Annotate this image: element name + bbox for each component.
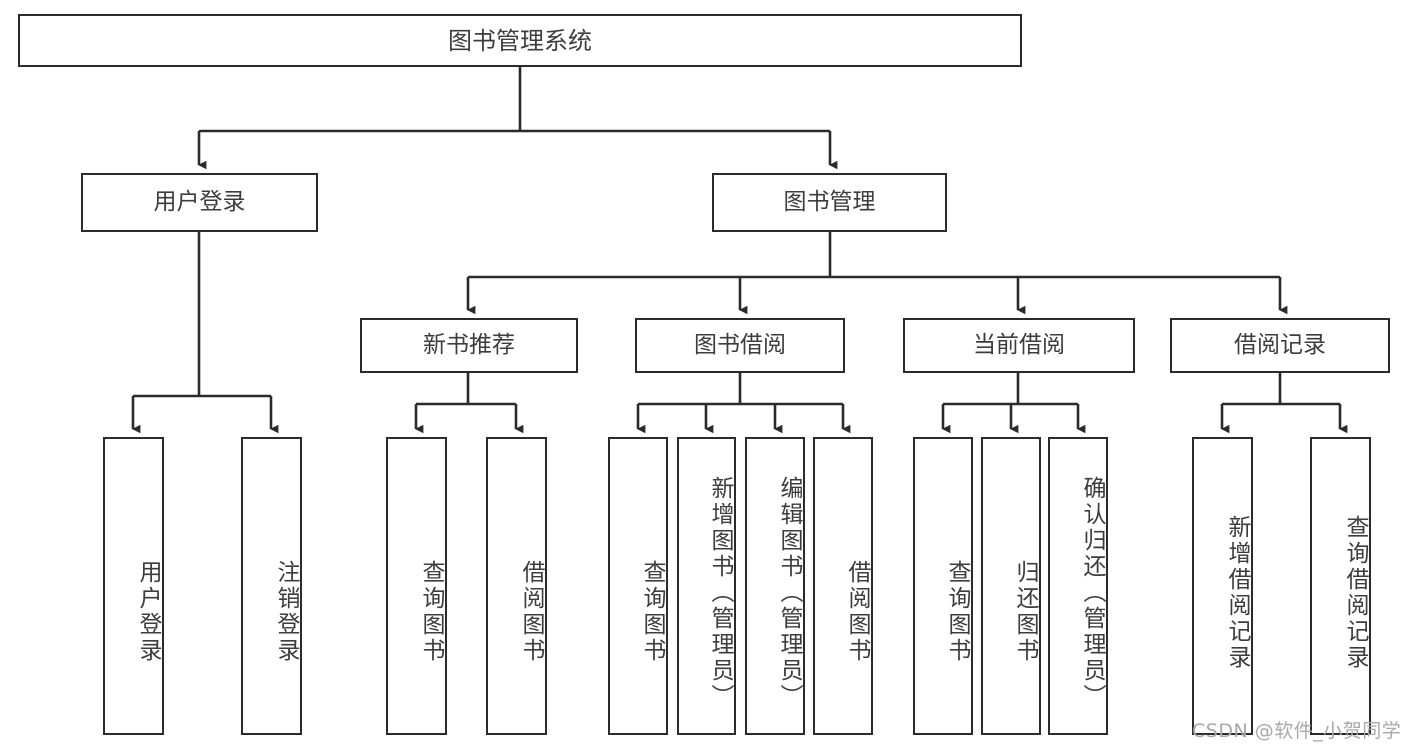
leaf-user-login[interactable]: 用户登录: [103, 437, 164, 735]
node-user-login[interactable]: 用户登录: [81, 173, 318, 232]
leaf-query-book-recommend[interactable]: 查询图书: [386, 437, 447, 735]
leaf-query-borrow-record[interactable]: 查询借阅记录: [1310, 437, 1371, 735]
node-root-book-management-system[interactable]: 图书管理系统: [18, 14, 1022, 67]
leaf-borrow-book[interactable]: 借阅图书: [813, 437, 873, 735]
leaf-logout-login[interactable]: 注销登录: [241, 437, 302, 735]
leaf-query-book-borrow[interactable]: 查询图书: [608, 437, 668, 735]
leaf-add-borrow-record[interactable]: 新增借阅记录: [1192, 437, 1253, 735]
node-book-management[interactable]: 图书管理: [712, 173, 947, 232]
node-borrow-record[interactable]: 借阅记录: [1170, 318, 1390, 373]
leaf-query-book-current[interactable]: 查询图书: [913, 437, 973, 735]
node-new-book-recommend[interactable]: 新书推荐: [360, 318, 578, 373]
node-book-borrow[interactable]: 图书借阅: [635, 318, 845, 373]
leaf-borrow-book-recommend[interactable]: 借阅图书: [486, 437, 547, 735]
leaf-return-book[interactable]: 归还图书: [981, 437, 1041, 735]
csdn-watermark: CSDN @软件_小贺同学: [1192, 720, 1402, 742]
node-current-borrow[interactable]: 当前借阅: [903, 318, 1135, 373]
leaf-edit-book-admin[interactable]: 编辑图书（管理员）: [745, 437, 805, 735]
leaf-confirm-return-admin[interactable]: 确认归还（管理员）: [1048, 437, 1108, 735]
leaf-add-book-admin[interactable]: 新增图书（管理员）: [677, 437, 736, 735]
